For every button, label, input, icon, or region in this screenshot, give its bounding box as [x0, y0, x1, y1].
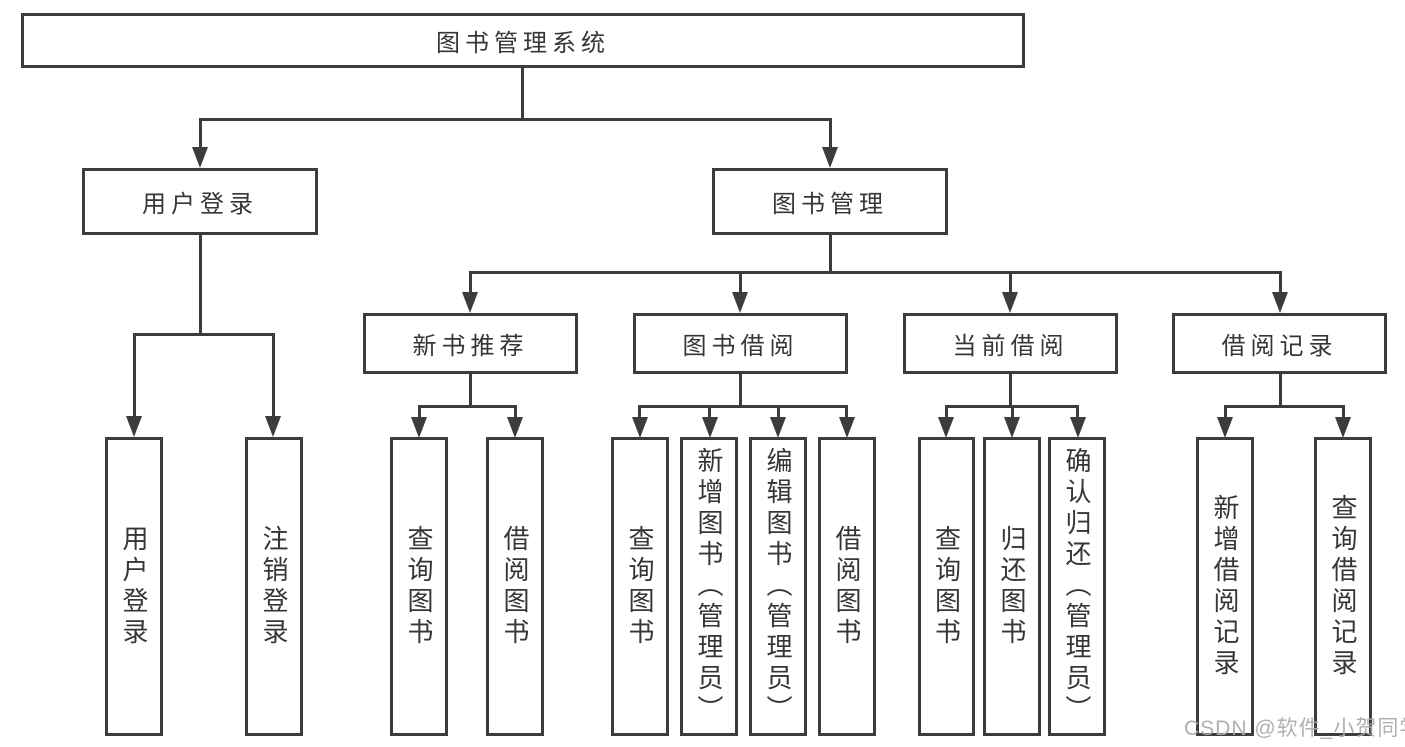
- connector-records-stem: [1279, 372, 1282, 407]
- connector-drop-new-book-recommend: [469, 271, 472, 295]
- arrowhead-leaf: [1004, 417, 1020, 438]
- leaf-label: 查询图书: [931, 524, 962, 649]
- leaf-label: 借阅图书: [500, 524, 530, 649]
- leaf-label: 借阅图书: [832, 524, 862, 649]
- connector-drop-leaf: [1011, 405, 1014, 420]
- arrowhead-book-borrow: [732, 292, 748, 313]
- leaf-query-borrow-record: 查询借阅记录: [1314, 437, 1372, 736]
- connector-book-management-stem: [829, 233, 832, 273]
- arrowhead-leaf: [1070, 417, 1086, 438]
- leaf-label: 归还图书: [997, 524, 1027, 649]
- connector-user-login-branch: [133, 333, 275, 336]
- node-current-borrow: 当前借阅: [903, 313, 1118, 374]
- connector-drop-leaf: [1342, 405, 1345, 420]
- connector-drop-leaf: [1224, 405, 1227, 420]
- leaf-label: 查询图书: [404, 524, 434, 649]
- connector-drop-leaf: [945, 405, 948, 420]
- arrowhead-user-login-leaf: [126, 416, 142, 437]
- arrowhead-leaf: [507, 417, 523, 438]
- arrowhead-leaf: [411, 417, 427, 438]
- connector-borrow-stem: [739, 372, 742, 407]
- connector-drop-current-borrow: [1009, 271, 1012, 295]
- node-label: 借阅记录: [1221, 333, 1338, 360]
- arrowhead-leaf: [1335, 417, 1351, 438]
- connector-level2-branch: [199, 118, 832, 121]
- node-label: 图书借阅: [682, 333, 799, 360]
- node-label: 用户登录: [142, 191, 258, 218]
- arrowhead-new-book-recommend: [462, 292, 478, 313]
- connector-drop-book-management: [829, 118, 832, 150]
- node-new-book-recommend: 新书推荐: [363, 313, 578, 374]
- node-label: 新书推荐: [412, 333, 529, 360]
- connector-drop-leaf: [638, 405, 641, 420]
- leaf-label: 编辑图书（管理员）: [763, 447, 793, 726]
- leaf-label: 用户登录: [119, 524, 149, 649]
- connector-drop-leaf: [418, 405, 421, 420]
- leaf-label: 确认归还（管理员）: [1062, 447, 1092, 726]
- node-label: 图书管理: [772, 191, 888, 218]
- arrowhead-book-management: [822, 147, 838, 168]
- connector-drop-leaf: [1076, 405, 1079, 420]
- node-user-login: 用户登录: [82, 168, 318, 235]
- connector-records-branch: [1224, 405, 1345, 408]
- connector-root-stem: [521, 66, 524, 120]
- arrowhead-current-borrow: [1002, 292, 1018, 313]
- leaf-confirm-return-admin: 确认归还（管理员）: [1048, 437, 1106, 736]
- leaf-logout: 注销登录: [245, 437, 303, 736]
- leaf-label: 查询图书: [625, 524, 655, 649]
- node-book-borrow: 图书借阅: [633, 313, 848, 374]
- connector-borrow-branch: [638, 405, 848, 408]
- arrowhead-leaf: [632, 417, 648, 438]
- arrowhead-leaf: [770, 417, 786, 438]
- node-label: 图书管理系统: [436, 30, 610, 57]
- connector-drop-user-login: [199, 118, 202, 150]
- connector-drop-leaf: [845, 405, 848, 420]
- connector-user-login-stem: [199, 233, 202, 335]
- arrowhead-user-login: [192, 147, 208, 168]
- node-library-management-system: 图书管理系统: [21, 13, 1025, 68]
- leaf-return-books: 归还图书: [983, 437, 1041, 736]
- connector-drop-user-login-leaf: [133, 333, 136, 419]
- leaf-label: 新增借阅记录: [1210, 493, 1240, 680]
- arrowhead-leaf: [702, 417, 718, 438]
- connector-recommend-stem: [469, 372, 472, 407]
- arrowhead-leaf: [938, 417, 954, 438]
- leaf-label: 查询借阅记录: [1328, 493, 1358, 680]
- arrowhead-leaf: [1217, 417, 1233, 438]
- arrowhead-borrow-records: [1272, 292, 1288, 313]
- leaf-user-login: 用户登录: [105, 437, 163, 736]
- connector-current-stem: [1009, 372, 1012, 407]
- connector-drop-book-borrow: [739, 271, 742, 295]
- leaf-label: 新增图书（管理员）: [694, 447, 724, 726]
- leaf-label: 注销登录: [259, 524, 289, 649]
- connector-level3-branch: [469, 271, 1282, 274]
- node-borrow-records: 借阅记录: [1172, 313, 1387, 374]
- leaf-borrow-books: 借阅图书: [818, 437, 876, 736]
- connector-drop-leaf: [708, 405, 711, 420]
- leaf-add-books-admin: 新增图书（管理员）: [680, 437, 738, 736]
- node-book-management: 图书管理: [712, 168, 948, 235]
- leaf-query-books-borrow: 查询图书: [611, 437, 669, 736]
- connector-drop-leaf: [777, 405, 780, 420]
- node-label: 当前借阅: [952, 333, 1069, 360]
- connector-drop-borrow-records: [1279, 271, 1282, 295]
- arrowhead-logout-leaf: [265, 416, 281, 437]
- leaf-borrow-books-recommend: 借阅图书: [486, 437, 544, 736]
- leaf-query-books-recommend: 查询图书: [390, 437, 448, 736]
- leaf-add-borrow-record: 新增借阅记录: [1196, 437, 1254, 736]
- arrowhead-leaf: [839, 417, 855, 438]
- connector-recommend-branch: [418, 405, 517, 408]
- leaf-edit-books-admin: 编辑图书（管理员）: [749, 437, 807, 736]
- leaf-query-books-current: 查询图书: [918, 437, 975, 736]
- watermark: CSDN @软件_小贺同学: [1184, 717, 1405, 740]
- connector-drop-leaf: [514, 405, 517, 420]
- connector-drop-logout-leaf: [272, 333, 275, 419]
